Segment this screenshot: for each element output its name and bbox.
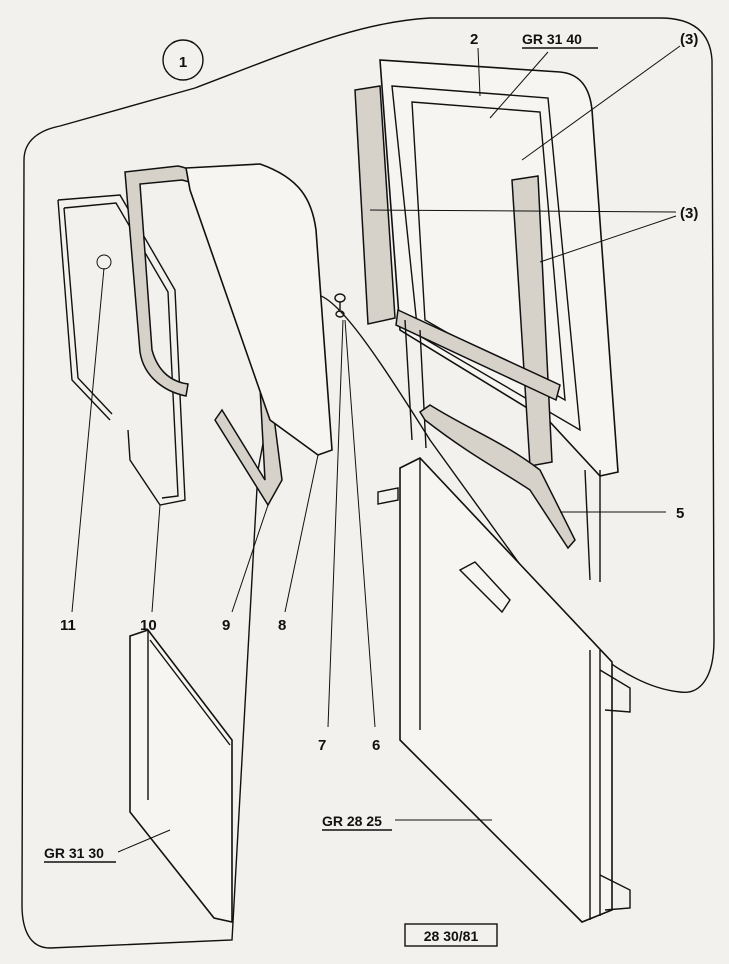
- callout-3-top: (3): [680, 31, 698, 48]
- callout-3-mid: (3): [680, 205, 698, 222]
- callout-8: 8: [278, 617, 286, 634]
- callout-2: 2: [470, 31, 478, 48]
- leader-lines: [71, 45, 681, 853]
- part-6-7-pins: [334, 293, 346, 318]
- callout-11: 11: [60, 617, 76, 634]
- group-number-badge: 1: [162, 39, 204, 81]
- ref-door-panel: GR 28 25: [322, 813, 382, 829]
- group-outline: [21, 17, 715, 949]
- top-window-frame: [354, 59, 619, 582]
- callout-6: 6: [372, 737, 380, 754]
- drawing-number: 28 30/81: [424, 928, 479, 944]
- part-9-window-pane: [185, 163, 333, 456]
- ref-side-panel: GR 31 30: [44, 845, 104, 861]
- callout-5: 5: [676, 505, 684, 522]
- svg-text:1: 1: [179, 54, 187, 71]
- door-panel: [377, 457, 631, 923]
- callout-10: 10: [140, 617, 157, 634]
- callout-labels: 2 GR 31 40 (3) (3) 5 11 10 9 8 7 6 GR 28…: [44, 31, 698, 947]
- side-panel: [129, 629, 233, 923]
- callout-9: 9: [222, 617, 230, 634]
- part-11-seal-frame: [57, 194, 186, 506]
- ref-top-frame: GR 31 40: [522, 31, 582, 47]
- callout-7: 7: [318, 737, 326, 754]
